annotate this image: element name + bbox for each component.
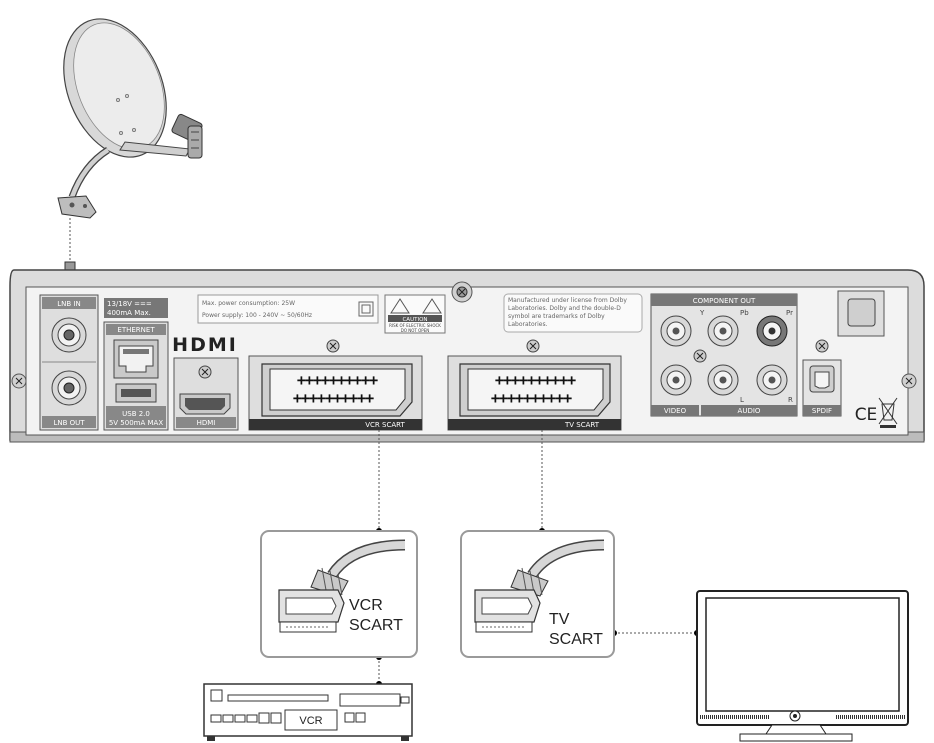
svg-text:++++++++++: ++++++++++ (293, 389, 374, 407)
usb-spec-label: 5V 500mA MAX (109, 419, 163, 427)
svg-text:++++++++++: ++++++++++ (491, 389, 572, 407)
rca-audio-l-port[interactable] (707, 364, 739, 396)
vcr-scart-block: ++++++++++ ++++++++++ VCR SCART (248, 339, 423, 431)
screw-icon (198, 365, 212, 379)
usb-label: USB 2.0 (122, 410, 150, 418)
rca-video-port[interactable] (660, 364, 692, 396)
svg-text:13/18V ===: 13/18V === (107, 300, 152, 308)
vcr-device-label: VCR (299, 715, 322, 727)
svg-text:Laboratories.: Laboratories. (508, 321, 548, 328)
caution-label: CAUTION RISK OF ELECTRIC SHOCK DO NOT OP… (384, 294, 446, 334)
svg-text:++++++++++: ++++++++++ (495, 371, 576, 389)
tv-scart-callout-line2: SCART (549, 631, 603, 648)
svg-text:Max. power consumption: 25W: Max. power consumption: 25W (202, 300, 295, 307)
lnb-in-port[interactable] (51, 317, 87, 353)
lnb-spec-label: 13/18V === 400mA Max. (104, 298, 168, 318)
rca-pr-port[interactable] (756, 315, 788, 347)
tv-scart-callout-line1: TV (549, 611, 570, 628)
fan-icon (837, 290, 885, 337)
svg-text:400mA Max.: 400mA Max. (107, 309, 151, 317)
svg-text:RISK OF ELECTRIC SHOCK: RISK OF ELECTRIC SHOCK (389, 323, 441, 328)
screw-icon (526, 339, 540, 353)
spdif-port[interactable] (809, 365, 835, 393)
audio-label: AUDIO (738, 407, 761, 415)
screw-icon (901, 373, 917, 389)
svg-text:Y: Y (699, 309, 705, 317)
power-info: Max. power consumption: 25W Power supply… (197, 294, 379, 324)
screw-icon (451, 281, 473, 303)
tv-device (696, 590, 909, 742)
screw-icon (815, 339, 829, 353)
svg-text:Manufactured under license fro: Manufactured under license from Dolby (508, 297, 627, 304)
vcr-scart-port[interactable]: ++++++++++ ++++++++++ (261, 363, 413, 417)
svg-text:CAUTION: CAUTION (402, 317, 427, 323)
svg-text:L: L (740, 396, 744, 404)
screw-icon (326, 339, 340, 353)
lnb-block: LNB IN LNB OUT (39, 294, 99, 431)
spdif-block: SPDIF (802, 339, 842, 417)
power-button-icon (789, 710, 801, 722)
component-out-block: COMPONENT OUT Y Pb Pr (650, 293, 798, 417)
spdif-label: SPDIF (812, 407, 832, 415)
tv-scart-label: TV SCART (564, 421, 600, 429)
screw-icon (11, 373, 27, 389)
tv-scart-block: ++++++++++ ++++++++++ TV SCART (447, 339, 622, 431)
vcr-scart-callout-line1: VCR (349, 597, 383, 614)
svg-text:++++++++++: ++++++++++ (297, 371, 378, 389)
usb-port[interactable] (115, 383, 157, 403)
scart-plug-icon (278, 539, 406, 633)
rca-y-port[interactable] (660, 315, 692, 347)
receiver-back-panel: LNB IN LNB OUT 13/18V === 400mA Max. (9, 269, 925, 443)
dolby-notice: Manufactured under license from Dolby La… (503, 293, 643, 333)
hdmi-logo: HDMI (172, 334, 238, 356)
scart-plug-icon (474, 539, 605, 633)
svg-text:DO NOT OPEN: DO NOT OPEN (401, 328, 429, 333)
svg-text:R: R (788, 396, 793, 404)
tv-scart-port[interactable]: ++++++++++ ++++++++++ (459, 363, 611, 417)
svg-text:Pb: Pb (740, 309, 749, 317)
rca-pb-port[interactable] (707, 315, 739, 347)
svg-text:Pr: Pr (786, 309, 793, 317)
ethernet-usb-block: ETHERNET USB 2.0 5V 500mA MAX (103, 321, 169, 431)
vcr-scart-label: VCR SCART (365, 421, 405, 429)
svg-text:Power supply: 100 - 240V ~ 50/: Power supply: 100 - 240V ~ 50/60Hz (202, 312, 312, 319)
ethernet-port[interactable] (113, 339, 159, 379)
component-out-label: COMPONENT OUT (693, 297, 756, 305)
hdmi-port[interactable] (179, 393, 231, 415)
tv-scart-callout: TV SCART (460, 530, 615, 658)
video-label: VIDEO (664, 407, 687, 415)
vcr-scart-callout-line2: SCART (349, 617, 403, 634)
svg-text:Laboratories. Dolby and the do: Laboratories. Dolby and the double-D (508, 305, 621, 312)
svg-text:symbol are trademarks of Dolby: symbol are trademarks of Dolby (508, 313, 605, 320)
vcr-device: VCR (203, 683, 413, 741)
screw-icon (693, 349, 707, 363)
lnb-out-port[interactable] (51, 370, 87, 406)
ethernet-label: ETHERNET (117, 326, 155, 334)
lnb-out-label: LNB OUT (53, 419, 85, 427)
hdmi-block: HDMI HDMI (172, 334, 239, 431)
vcr-scart-callout: VCR SCART (260, 530, 418, 658)
hdmi-port-label: HDMI (197, 419, 216, 427)
weee-bin-icon (878, 397, 898, 428)
lnb-in-label: LNB IN (57, 300, 80, 308)
ce-mark: CE (855, 405, 878, 425)
satellite-dish (57, 18, 203, 219)
rca-audio-r-port[interactable] (756, 364, 788, 396)
